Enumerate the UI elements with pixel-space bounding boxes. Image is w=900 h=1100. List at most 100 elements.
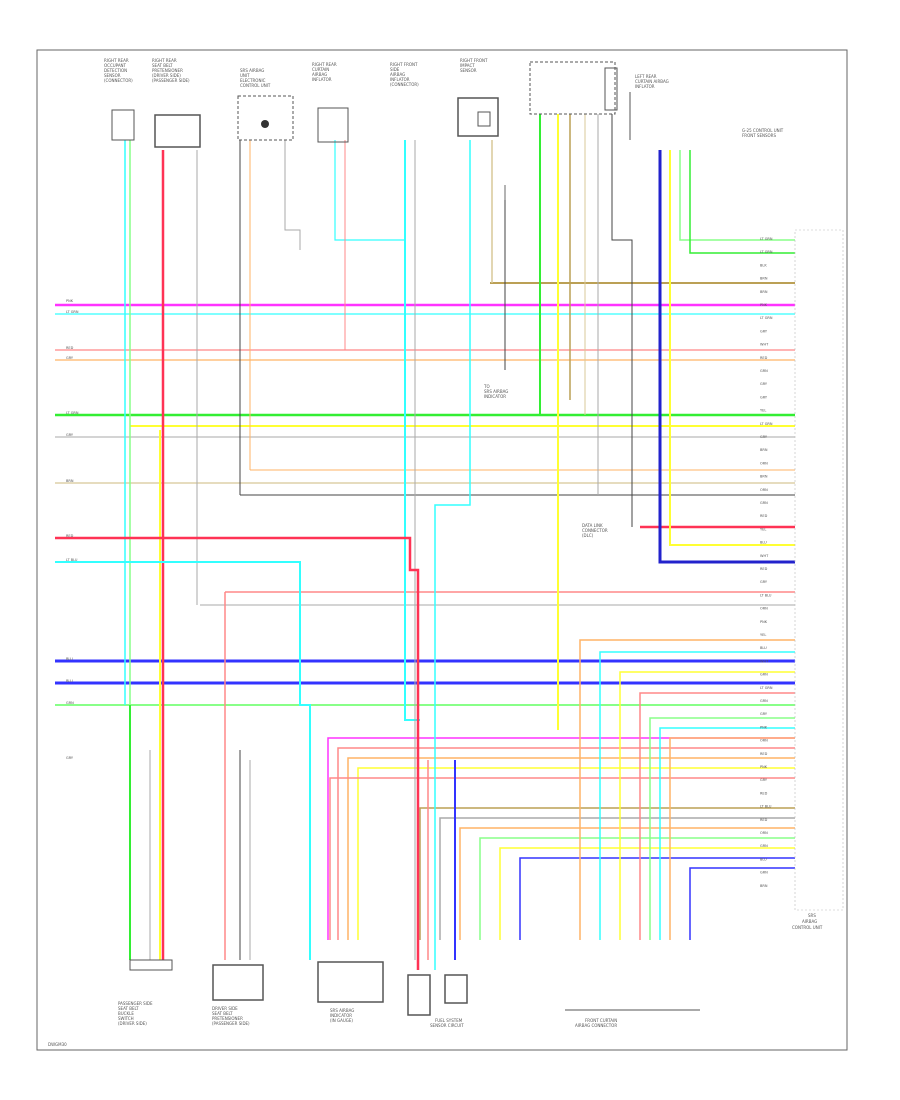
left-wire-label: RED bbox=[66, 534, 74, 538]
right-pin-label: PNK bbox=[760, 765, 768, 769]
wire-lower-8 bbox=[479, 837, 795, 940]
right-pin-label: YEL bbox=[760, 527, 766, 531]
wire-lower-3 bbox=[357, 767, 795, 940]
right-pin-label: ORN bbox=[760, 739, 768, 743]
wire-lower-15 bbox=[649, 717, 795, 940]
right-pin-label: GRN bbox=[760, 501, 768, 505]
left-wire-label: GRY bbox=[66, 356, 74, 360]
right-pin-label: BRN bbox=[760, 448, 768, 452]
right-pin-label: GRY bbox=[760, 382, 768, 386]
right-pin-label: RED bbox=[760, 752, 768, 756]
right-pin-label: PNK bbox=[760, 620, 768, 624]
wire-lower-7 bbox=[459, 827, 795, 940]
right-pin-label: BLU bbox=[760, 857, 767, 861]
wire-lightblue-left bbox=[55, 561, 311, 960]
right-pin-label: LT GRN bbox=[760, 237, 773, 241]
right-pin-label: BRN bbox=[760, 475, 768, 479]
right-pin-label: GRY bbox=[760, 395, 768, 399]
wire-red-left bbox=[55, 536, 420, 970]
left-wire-label: LT GRN bbox=[66, 411, 79, 415]
right-pin-label: RED bbox=[760, 791, 768, 795]
right-pin-label: LT GRN bbox=[760, 250, 773, 254]
right-pin-label: GRN bbox=[760, 673, 768, 677]
srs-module-box bbox=[794, 229, 844, 911]
right-pin-label: RED bbox=[760, 514, 768, 518]
right-pin-label: GRY bbox=[760, 712, 768, 716]
right-pin-label: ORN bbox=[760, 461, 768, 465]
right-pin-label: LT GRN bbox=[760, 316, 773, 320]
wire-lower-10 bbox=[519, 857, 795, 940]
left-wire-label: PNK bbox=[66, 299, 74, 303]
wire-lower-14 bbox=[639, 692, 795, 940]
left-wire-label: LT BLU bbox=[66, 558, 78, 562]
left-wire-label: LT GRN bbox=[66, 310, 79, 314]
wire-lower-16 bbox=[659, 727, 795, 940]
bottom-connector-4b bbox=[444, 974, 468, 1004]
right-pin-label: BRN bbox=[760, 290, 768, 294]
wire-lower-18 bbox=[689, 867, 795, 940]
wire-v-lightgreen-2 bbox=[679, 150, 795, 241]
vertical-wires bbox=[55, 114, 795, 970]
wire-lower-9 bbox=[499, 847, 795, 940]
horizontal-wires bbox=[55, 282, 795, 706]
wire-lower-12 bbox=[599, 651, 795, 940]
right-pin-label: GRN bbox=[760, 699, 768, 703]
right-pin-labels: LT GRN LT GRN BLK BRN BRN PNK LT GRN GRY WHT RED G… bbox=[760, 237, 773, 888]
right-pin-label: WHT bbox=[760, 554, 769, 558]
wire-v-lightblue-2 bbox=[334, 140, 405, 241]
left-wire-label: GRY bbox=[66, 433, 74, 437]
right-pin-label: LT BLU bbox=[760, 593, 772, 597]
component-connector-box bbox=[529, 61, 618, 115]
right-pin-label: GRN bbox=[760, 369, 768, 373]
wire-lower-1 bbox=[337, 747, 795, 940]
right-pin-label: GRY bbox=[760, 329, 768, 333]
left-wire-label: BLU bbox=[66, 657, 73, 661]
right-pin-label: GRN bbox=[760, 871, 768, 875]
right-pin-label: BLU bbox=[760, 541, 767, 545]
right-pin-label: PNK bbox=[760, 303, 768, 307]
bottom-connector-4a bbox=[407, 974, 431, 1016]
wire-v-gray-2 bbox=[284, 140, 301, 250]
right-pin-label: BLK bbox=[760, 263, 767, 267]
right-pin-label: YEL bbox=[760, 409, 766, 413]
right-pin-label: GRY bbox=[760, 778, 768, 782]
left-wire-label: BRN bbox=[66, 479, 74, 483]
wire-v-yellow-3 bbox=[669, 150, 795, 546]
wire-v-darkblue bbox=[658, 150, 795, 564]
right-pin-label: BRN bbox=[760, 277, 768, 281]
wire-lower-6 bbox=[439, 817, 795, 940]
right-pin-label: WHT bbox=[760, 659, 769, 663]
right-pin-label: GRN bbox=[760, 844, 768, 848]
right-pin-label: YEL bbox=[760, 633, 766, 637]
wire-v-green-2 bbox=[689, 150, 795, 254]
right-pin-label: ORN bbox=[760, 488, 768, 492]
bottom-connector-1 bbox=[129, 959, 173, 971]
wire-lower-11 bbox=[579, 639, 795, 940]
right-pin-label: PNK bbox=[760, 725, 768, 729]
right-pin-label: RED bbox=[760, 356, 768, 360]
right-pin-label: GRY bbox=[760, 580, 768, 584]
right-pin-label: WHT bbox=[760, 343, 769, 347]
bottom-connector-2 bbox=[212, 964, 264, 1001]
left-wire-label: RED bbox=[66, 346, 74, 350]
